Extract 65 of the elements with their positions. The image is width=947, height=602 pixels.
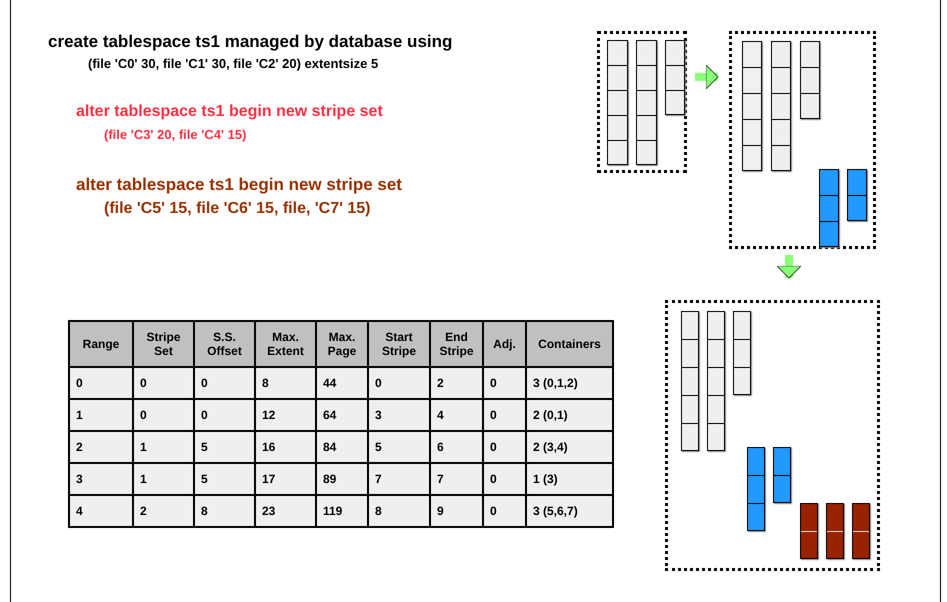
statement-text: (file 'C5' 15, file 'C6' 15, file, 'C7' 15) <box>104 200 370 218</box>
table-cell: 7 <box>430 463 483 495</box>
table-cell: 0 <box>194 367 255 399</box>
table-cell: 3 <box>69 463 133 495</box>
table-cell: 4 <box>69 495 133 527</box>
table-cell: 0 <box>483 431 526 463</box>
statement-text: (file 'C3' 20, file 'C4' 15) <box>104 127 246 142</box>
header-cell: Max. Page <box>316 321 368 367</box>
header-cell: Containers <box>526 321 613 367</box>
table-cell: 5 <box>194 431 255 463</box>
table-cell: 119 <box>316 495 368 527</box>
statement-text: create tablespace ts1 managed by database using <box>48 32 452 52</box>
table-cell: 0 <box>483 495 526 527</box>
table-cell: 17 <box>255 463 316 495</box>
table-cell: 8 <box>194 495 255 527</box>
table-cell: 16 <box>255 431 316 463</box>
header-cell: S.S. Offset <box>194 321 255 367</box>
table-cell: 6 <box>430 431 483 463</box>
table-cell: 0 <box>194 399 255 431</box>
table-cell: 3 <box>368 399 430 431</box>
table-cell: 2 <box>430 367 483 399</box>
table-cell: 89 <box>316 463 368 495</box>
table-cell: 2 (3,4) <box>526 431 613 463</box>
table-cell: 12 <box>255 399 316 431</box>
table-cell: 1 <box>69 399 133 431</box>
header-cell: Range <box>69 321 133 367</box>
table-cell: 0 <box>483 399 526 431</box>
statement-text: (file 'C0' 30, file 'C1' 30, file 'C2' 20) extentsize 5 <box>88 56 378 71</box>
table-cell: 5 <box>194 463 255 495</box>
table-cell: 0 <box>133 399 194 431</box>
table-cell: 8 <box>368 495 430 527</box>
header-cell: Adj. <box>483 321 526 367</box>
table-cell: 1 <box>133 431 194 463</box>
tablespace-box <box>665 300 880 571</box>
table-cell: 2 (0,1) <box>526 399 613 431</box>
header-cell: Stripe Set <box>133 321 194 367</box>
statement-text: alter tablespace ts1 begin new stripe set <box>76 103 383 121</box>
table-cell: 0 <box>483 367 526 399</box>
table-cell: 2 <box>69 431 133 463</box>
tablespace-box <box>597 31 687 173</box>
table-cell: 4 <box>430 399 483 431</box>
table-cell: 23 <box>255 495 316 527</box>
table-cell: 84 <box>316 431 368 463</box>
table-cell: 3 (5,6,7) <box>526 495 613 527</box>
table-cell: 5 <box>368 431 430 463</box>
table-cell: 64 <box>316 399 368 431</box>
table-cell: 3 (0,1,2) <box>526 367 613 399</box>
table-cell: 44 <box>316 367 368 399</box>
table-cell: 9 <box>430 495 483 527</box>
statement-text: alter tablespace ts1 begin new stripe set <box>76 175 402 195</box>
table-cell: 7 <box>368 463 430 495</box>
table-cell: 0 <box>133 367 194 399</box>
table-cell: 1 <box>133 463 194 495</box>
table-cell: 0 <box>69 367 133 399</box>
arrow <box>776 255 802 278</box>
table-cell: 0 <box>368 367 430 399</box>
table-cell: 2 <box>133 495 194 527</box>
tablespace-box <box>729 31 876 249</box>
header-cell: Max. Extent <box>255 321 316 367</box>
table-cell: 0 <box>483 463 526 495</box>
header-cell: End Stripe <box>430 321 483 367</box>
table-cell: 1 (3) <box>526 463 613 495</box>
header-cell: Start Stripe <box>368 321 430 367</box>
arrow <box>695 64 718 90</box>
table-cell: 8 <box>255 367 316 399</box>
